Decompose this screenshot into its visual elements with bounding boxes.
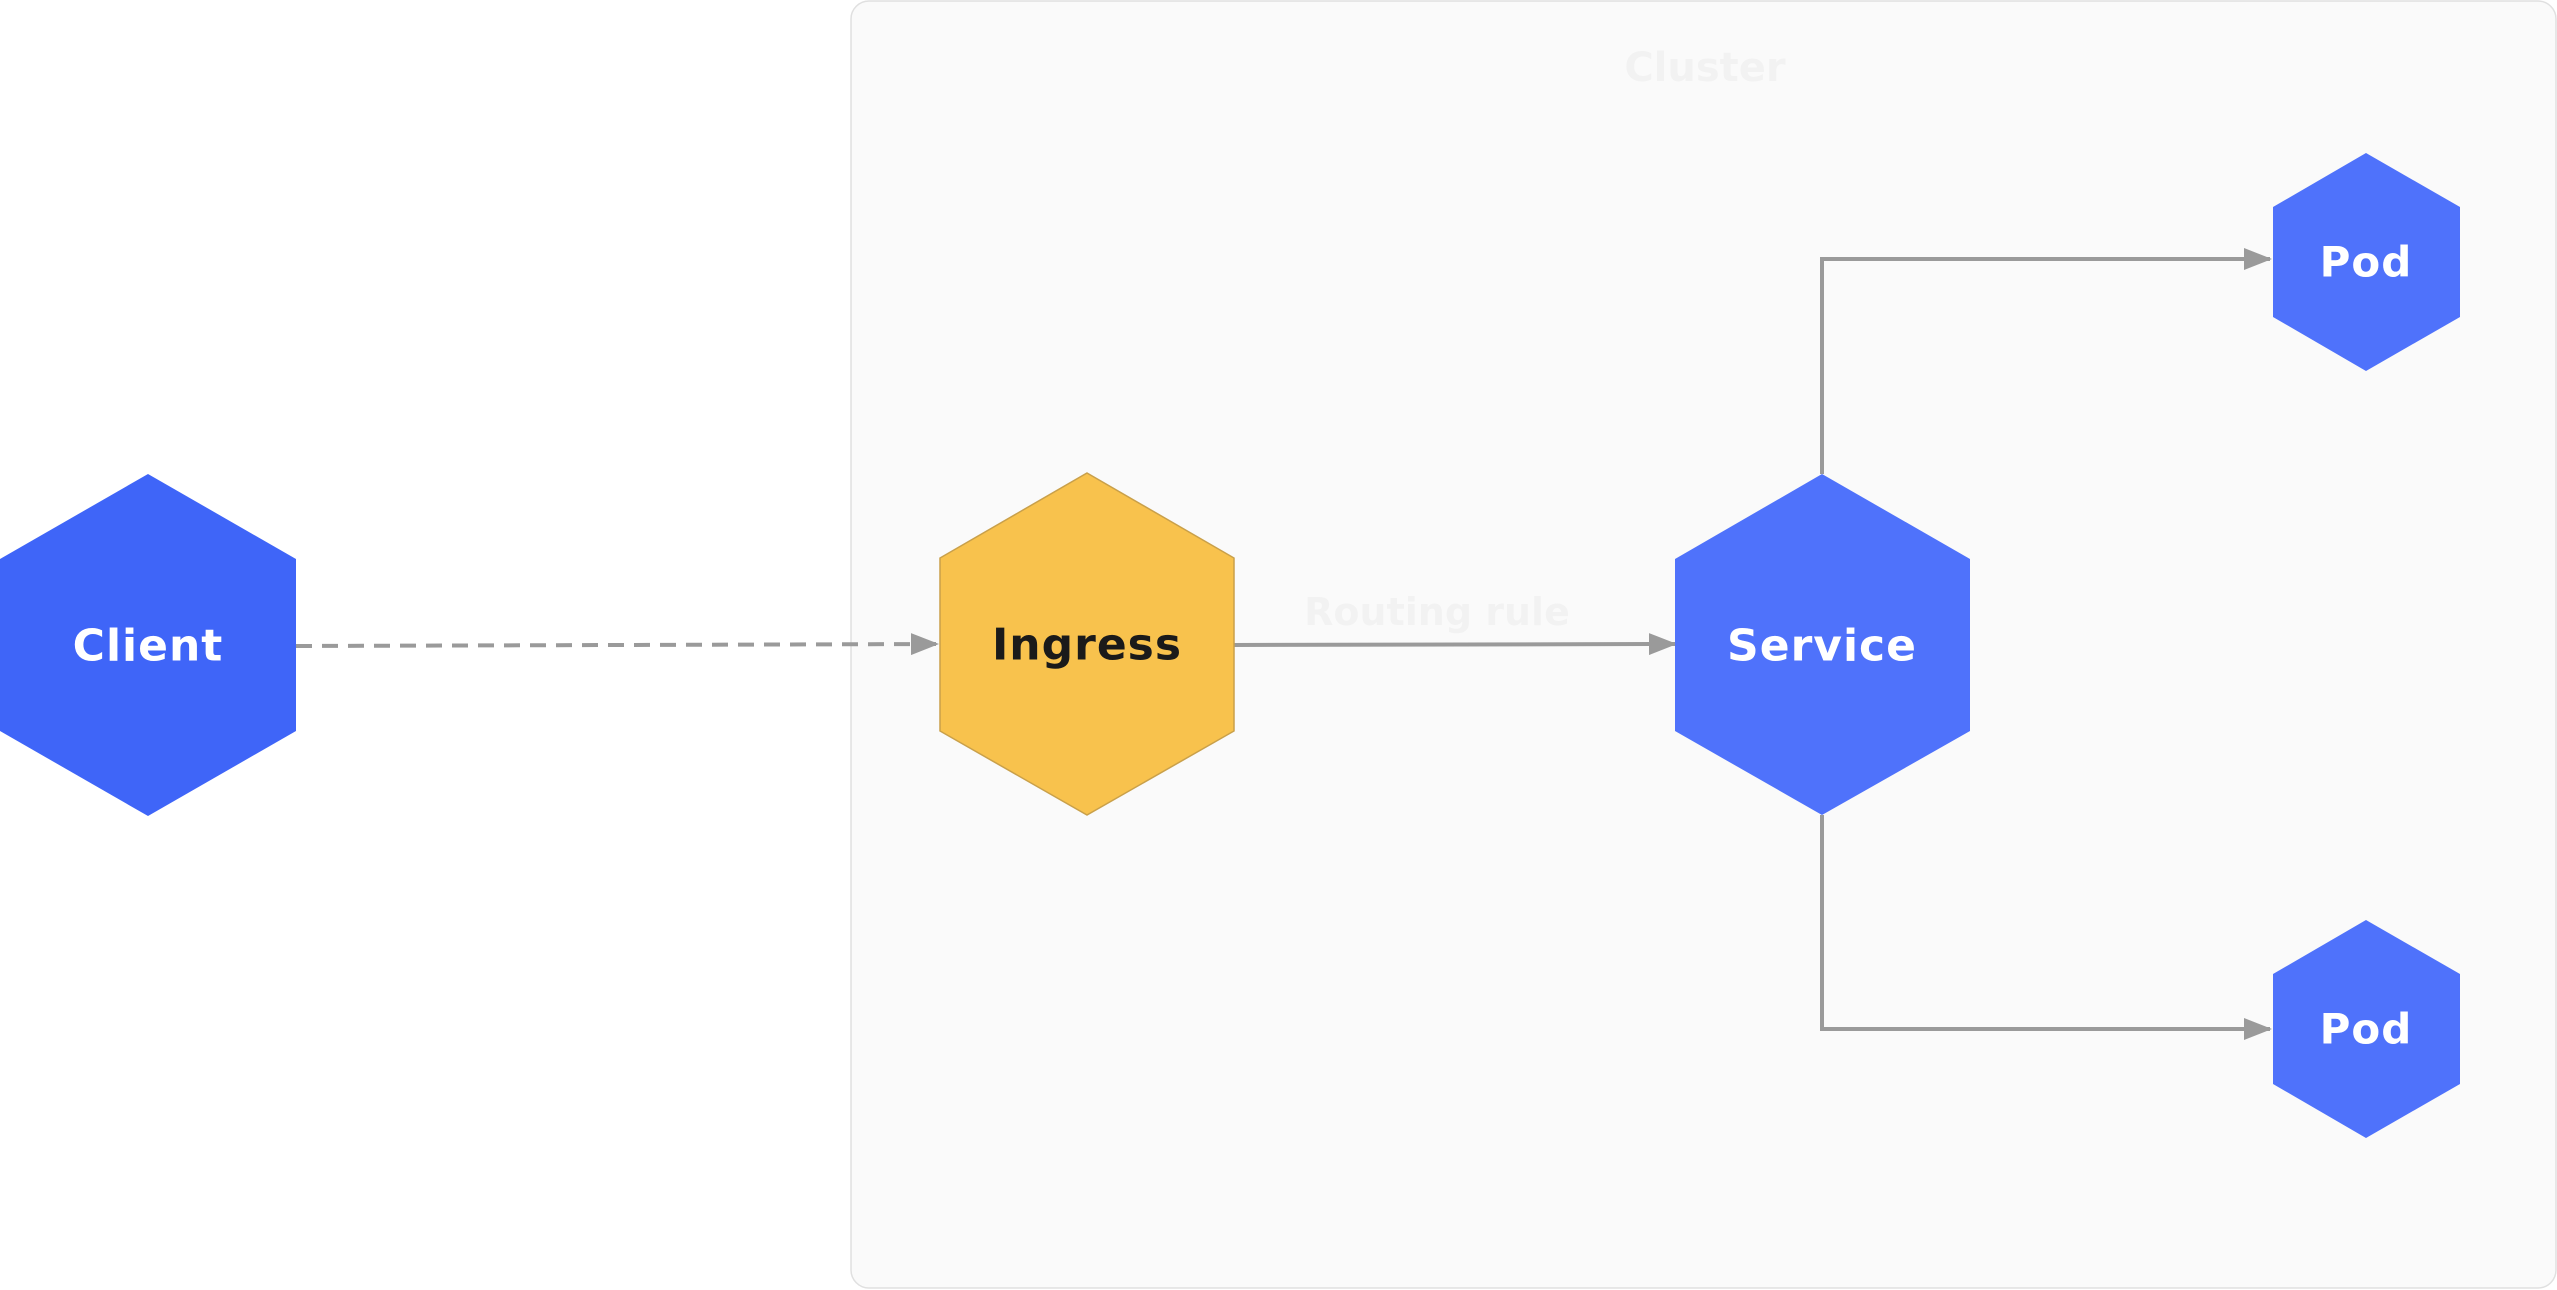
pod-top-label: Pod <box>2320 238 2413 287</box>
edge-label-routing-rule: Routing rule <box>1304 590 1570 634</box>
node-service[interactable]: Service <box>1675 474 1970 815</box>
pod-top-hexagon <box>2273 153 2460 371</box>
node-pod-top[interactable]: Pod <box>2273 153 2460 371</box>
cluster-label: Cluster <box>1624 45 1786 91</box>
ingress-hexagon <box>939 472 1235 816</box>
pod-bottom-hexagon <box>2273 920 2460 1138</box>
service-hexagon <box>1675 474 1970 815</box>
ingress-label: Ingress <box>992 620 1182 671</box>
edge-client-to-ingress <box>295 633 939 656</box>
service-label: Service <box>1727 621 1917 672</box>
edge-ingress-to-service <box>1233 633 1677 656</box>
client-label: Client <box>73 621 224 672</box>
edges-group: Routing rule <box>295 248 2272 1040</box>
node-ingress[interactable]: Ingress <box>939 472 1235 816</box>
node-pod-bottom[interactable]: Pod <box>2273 920 2460 1138</box>
edge-service-to-pod-top <box>1820 248 2272 474</box>
pod-bottom-label: Pod <box>2320 1005 2413 1054</box>
client-hexagon <box>0 474 296 816</box>
edge-service-to-pod-bottom <box>1820 815 2272 1040</box>
node-client[interactable]: Client <box>0 474 296 816</box>
